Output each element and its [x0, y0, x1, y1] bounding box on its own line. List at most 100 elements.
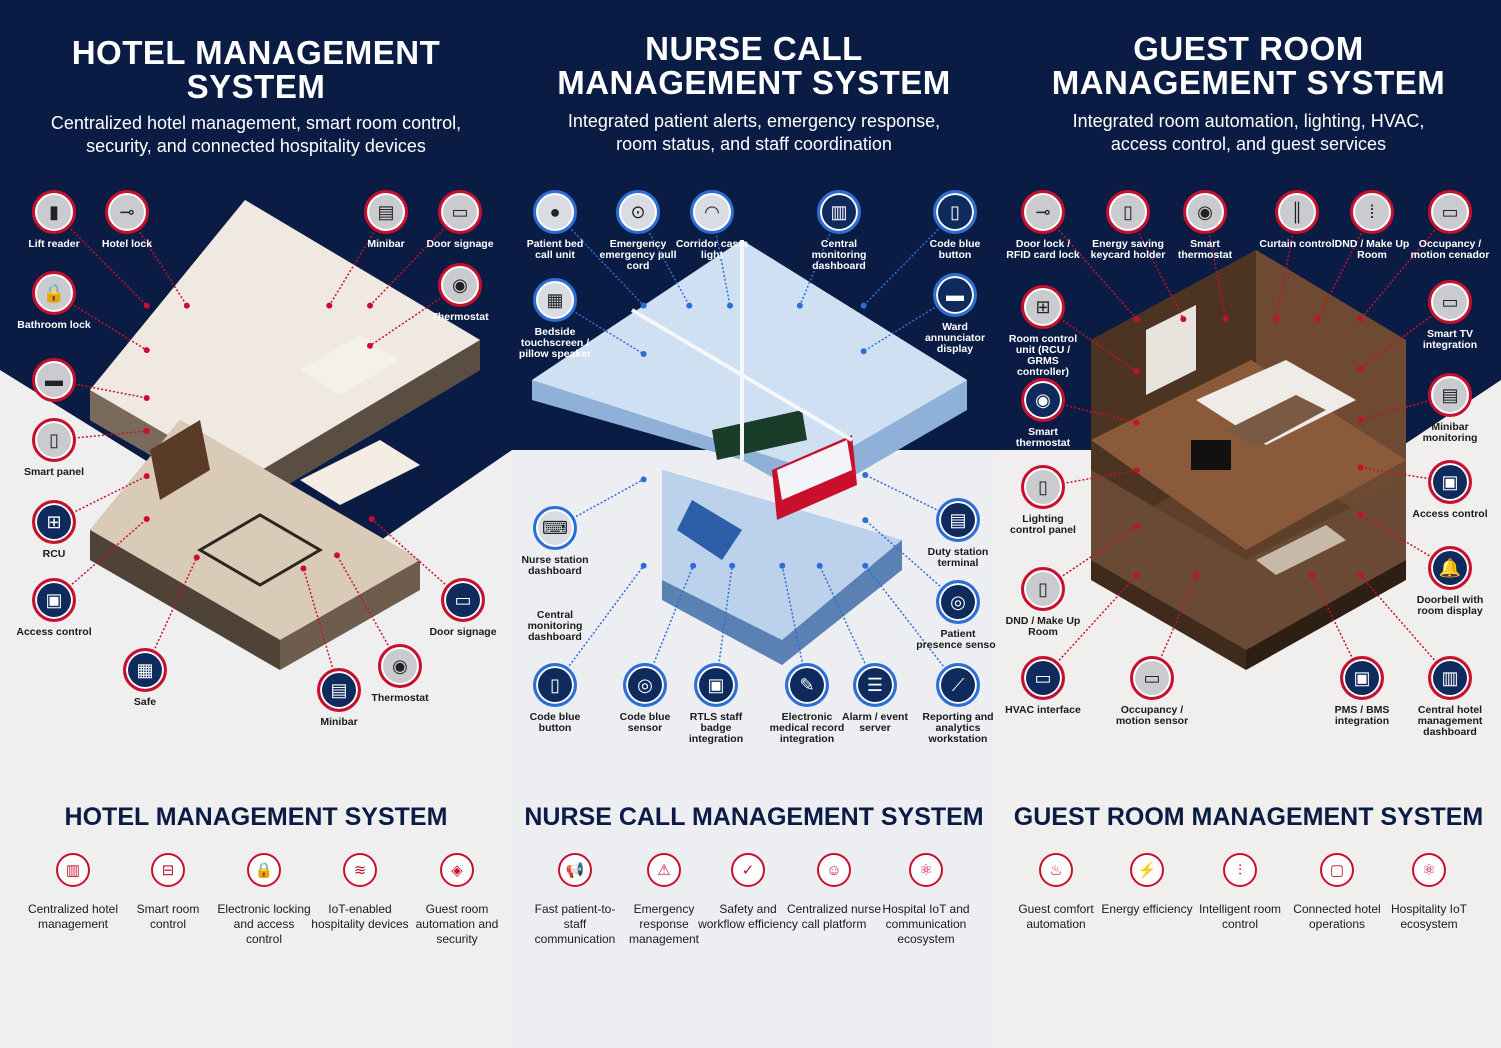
- handset-icon: ▯: [933, 190, 977, 234]
- keycard-holder-icon: ▯: [1106, 190, 1150, 234]
- tv-icon: ▭: [1428, 280, 1472, 324]
- feature-item: ♨Guest comfort automation: [1006, 853, 1106, 932]
- device-label: Thermostat: [371, 692, 429, 704]
- thermostat-icon: ◉: [1183, 190, 1227, 234]
- sensor-icon: ◎: [623, 663, 667, 707]
- device-label: Minibar: [367, 238, 405, 250]
- device-label: Lift reader: [28, 238, 80, 250]
- keypad-icon: ⁞: [1350, 190, 1394, 234]
- feature-label: Intelligent room control: [1198, 902, 1282, 931]
- shield-check-icon: ✓: [731, 853, 765, 887]
- access-control-icon: ▣: [1428, 460, 1472, 504]
- feature-label: Centralized nurse call platform: [786, 902, 882, 931]
- safe-icon: ▦: [123, 648, 167, 692]
- smart-panel-icon: ▯: [32, 418, 76, 462]
- motion-sensor-icon: ▭: [1428, 190, 1472, 234]
- device-label: Curtain control: [1259, 238, 1335, 250]
- door-lock-icon: ⊸: [1021, 190, 1065, 234]
- laptop-icon: ⌨: [533, 506, 577, 550]
- card-reader-icon: ▮: [32, 190, 76, 234]
- hotel-building-illustration: [90, 200, 480, 670]
- feature-label: Guest room automation and security: [415, 902, 499, 946]
- feature-label: Hospital IoT and communication ecosystem: [882, 902, 970, 946]
- chart-icon: ⟋: [936, 663, 980, 707]
- feature-label: Hospitality IoT ecosystem: [1390, 902, 1468, 931]
- device-label: Occupancy /motion cenador: [1410, 238, 1490, 261]
- device-label: Door signage: [429, 626, 497, 638]
- section-heading: HOTEL MANAGEMENT SYSTEM: [64, 803, 448, 831]
- switch-icon: ▬: [32, 358, 76, 402]
- feature-label: Smart room control: [136, 902, 200, 931]
- feature-label: Centralized hotel management: [27, 902, 119, 931]
- thermostat-icon: ◉: [1021, 378, 1065, 422]
- device-label: Smart panel: [23, 466, 85, 478]
- access-control-icon: ▣: [32, 578, 76, 622]
- lightning-icon: ⚡: [1130, 853, 1164, 887]
- section-heading: GUEST ROOM MANAGEMENT SYSTEM: [1013, 803, 1484, 831]
- chat-icon: ▢: [1320, 853, 1354, 887]
- panel-subtitle: Integrated room automation, lighting, HV…: [1072, 111, 1425, 154]
- megaphone-icon: 📢: [558, 853, 592, 887]
- device-label: Access control: [16, 626, 92, 638]
- thermostat-icon: ◉: [438, 263, 482, 307]
- server-icon: ☰: [853, 663, 897, 707]
- pms-icon: ▣: [1340, 656, 1384, 700]
- feature-item: ⚠Emergency response management: [614, 853, 714, 947]
- atom-icon: ⚛: [1412, 853, 1446, 887]
- lighting-panel-icon: ▯: [1021, 465, 1065, 509]
- motion-sensor-icon: ▭: [1130, 656, 1174, 700]
- bed-icon: ⊟: [151, 853, 185, 887]
- feature-item: ⚛Hospital IoT and communication ecosyste…: [876, 853, 976, 947]
- feature-label: Electronic locking and access control: [217, 902, 311, 946]
- feature-item: ⫶Intelligent room control: [1190, 853, 1290, 932]
- feature-label: Safety and workflow efficiency: [698, 902, 798, 931]
- device-label: Thermostat: [431, 311, 489, 323]
- feature-label: Fast patient-to-staff communication: [534, 902, 616, 946]
- door-signage-icon: ▭: [441, 578, 485, 622]
- annunciator-icon: ▬: [933, 273, 977, 317]
- feature-item: ⚛ Hospitality IoT ecosystem: [1379, 853, 1479, 932]
- hvac-icon: ▭: [1021, 656, 1065, 700]
- dashboard-icon: ▥: [1428, 656, 1472, 700]
- shield-icon: ◈: [440, 853, 474, 887]
- dnd-panel-icon: ▯: [1021, 567, 1065, 611]
- feature-label: Connected hotel operations: [1293, 902, 1381, 931]
- door-lock-icon: ⊸: [105, 190, 149, 234]
- device-label: Safe: [133, 696, 157, 708]
- dashboard-icon: ▥: [817, 190, 861, 234]
- phone-icon: ▯: [533, 663, 577, 707]
- minibar-icon: ▤: [364, 190, 408, 234]
- device-label: Door signage: [426, 238, 494, 250]
- device-label: RCU: [42, 548, 66, 560]
- feature-item: 🔒 Electronic locking and access control: [214, 853, 314, 947]
- rcu-icon: ⊞: [32, 500, 76, 544]
- lock-icon: 🔒: [247, 853, 281, 887]
- padlock-icon: 🔒: [32, 271, 76, 315]
- feature-label: Guest comfort automation: [1018, 902, 1094, 931]
- building-icon: ▥: [56, 853, 90, 887]
- device-label: Bathroom lock: [17, 319, 91, 331]
- feature-item: ≋IoT-enabled hospitality devices: [310, 853, 410, 932]
